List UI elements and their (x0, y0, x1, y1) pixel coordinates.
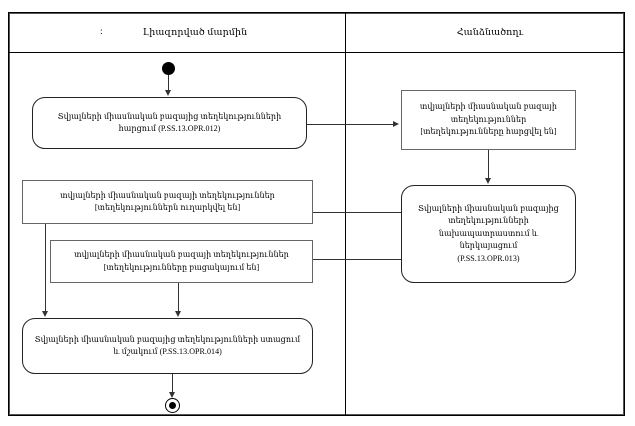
arrowhead-down-icon (165, 90, 171, 96)
object-sent-line2: [տեղեկություններն ուղարկվել են] (94, 203, 241, 212)
object-sent-line1: տվյալների միասնական բազայի տեղեկությունն… (60, 190, 275, 200)
action-012-line1: Տվյալների միասնական բազայից տեղեկություն… (57, 111, 282, 121)
object-missing-text: տվյալների միասնական բազայի տեղեկությունն… (57, 249, 306, 274)
final-node (165, 398, 180, 413)
action-013-line5: (P.SS.13.OPR.013) (457, 253, 520, 263)
object-requested-line3: [տեղեկությունները հարցվել են] (420, 127, 557, 137)
swimlane-header-rule (8, 52, 625, 53)
arrowhead-down-icon (485, 178, 491, 184)
arrowhead-down-icon (175, 311, 181, 317)
action-012-line2: հարցում (P.SS.13.OPR.012) (118, 124, 221, 133)
edge-object-missing-to-action014 (178, 283, 179, 313)
action-014-line2: և մշակում (P.SS.13.OPR.014) (113, 347, 222, 356)
swimlane-divider (345, 12, 346, 416)
object-sent-text: տվյալների միասնական բազայի տեղեկությունն… (29, 190, 306, 215)
edge-action013-to-object-missing (313, 259, 401, 260)
arrowhead-right-icon (393, 120, 399, 127)
action-013-line2: տեղեկությունների (448, 216, 529, 226)
edge-action012-to-object-requested (307, 124, 395, 125)
object-requested-line1: տվյալների միասնական բազայի (419, 102, 558, 112)
action-012-text: Տվյալների միասնական բազայից տեղեկություն… (39, 111, 300, 136)
diagram-frame-outer (8, 12, 625, 416)
action-013-line1: Տվյալների միասնական բազայից (418, 203, 559, 213)
action-node-opr-012[interactable]: Տվյալների միասնական բազայից տեղեկություն… (32, 97, 307, 149)
object-requested-text: տվյալների միասնական բազայի տեղեկությունն… (408, 101, 569, 139)
object-node-info-sent[interactable]: տվյալների միասնական բազայի տեղեկությունն… (22, 180, 313, 224)
action-013-line3: նախապատրաստում և (438, 228, 539, 238)
swimlane-right-title: Հանձնածողւ (456, 28, 524, 38)
swimlane-left-title: Լիազորված մարմին (142, 28, 248, 38)
edge-object-requested-to-action013 (488, 150, 489, 180)
object-missing-line1: տվյալների միասնական բազայի տեղեկությունն… (74, 250, 289, 259)
edge-start-to-action012 (168, 75, 169, 92)
action-node-opr-013[interactable]: Տվյալների միասնական բազայից տեղեկություն… (401, 185, 576, 283)
edge-action013-to-object-sent (313, 212, 401, 213)
object-missing-line2: [տեղեկությունները բացակայում են] (103, 262, 260, 272)
edge-object-sent-to-action014 (45, 224, 46, 313)
diagram-frame-inner (9, 13, 624, 415)
swimlane-left-colon: : (100, 27, 103, 37)
object-node-info-requested[interactable]: տվյալների միասնական բազայի տեղեկությունն… (401, 90, 576, 150)
object-requested-line2: տեղեկություններ (450, 114, 527, 124)
action-014-text: Տվյալների միասնական բազայից տեղեկություն… (29, 334, 306, 359)
edge-action014-to-end (172, 374, 173, 394)
arrowhead-down-icon (169, 392, 175, 398)
action-013-text: Տվյալների միասնական բազայից տեղեկություն… (408, 203, 569, 266)
object-node-info-missing[interactable]: տվյալների միասնական բազայի տեղեկությունն… (50, 240, 313, 283)
initial-node (162, 62, 175, 75)
action-014-line1: Տվյալների միասնական բազայից տեղեկություն… (34, 334, 301, 344)
arrowhead-down-icon (42, 311, 48, 317)
action-node-opr-014[interactable]: Տվյալների միասնական բազայից տեղեկություն… (22, 318, 313, 374)
action-013-line4: ներկայացում (459, 241, 518, 251)
